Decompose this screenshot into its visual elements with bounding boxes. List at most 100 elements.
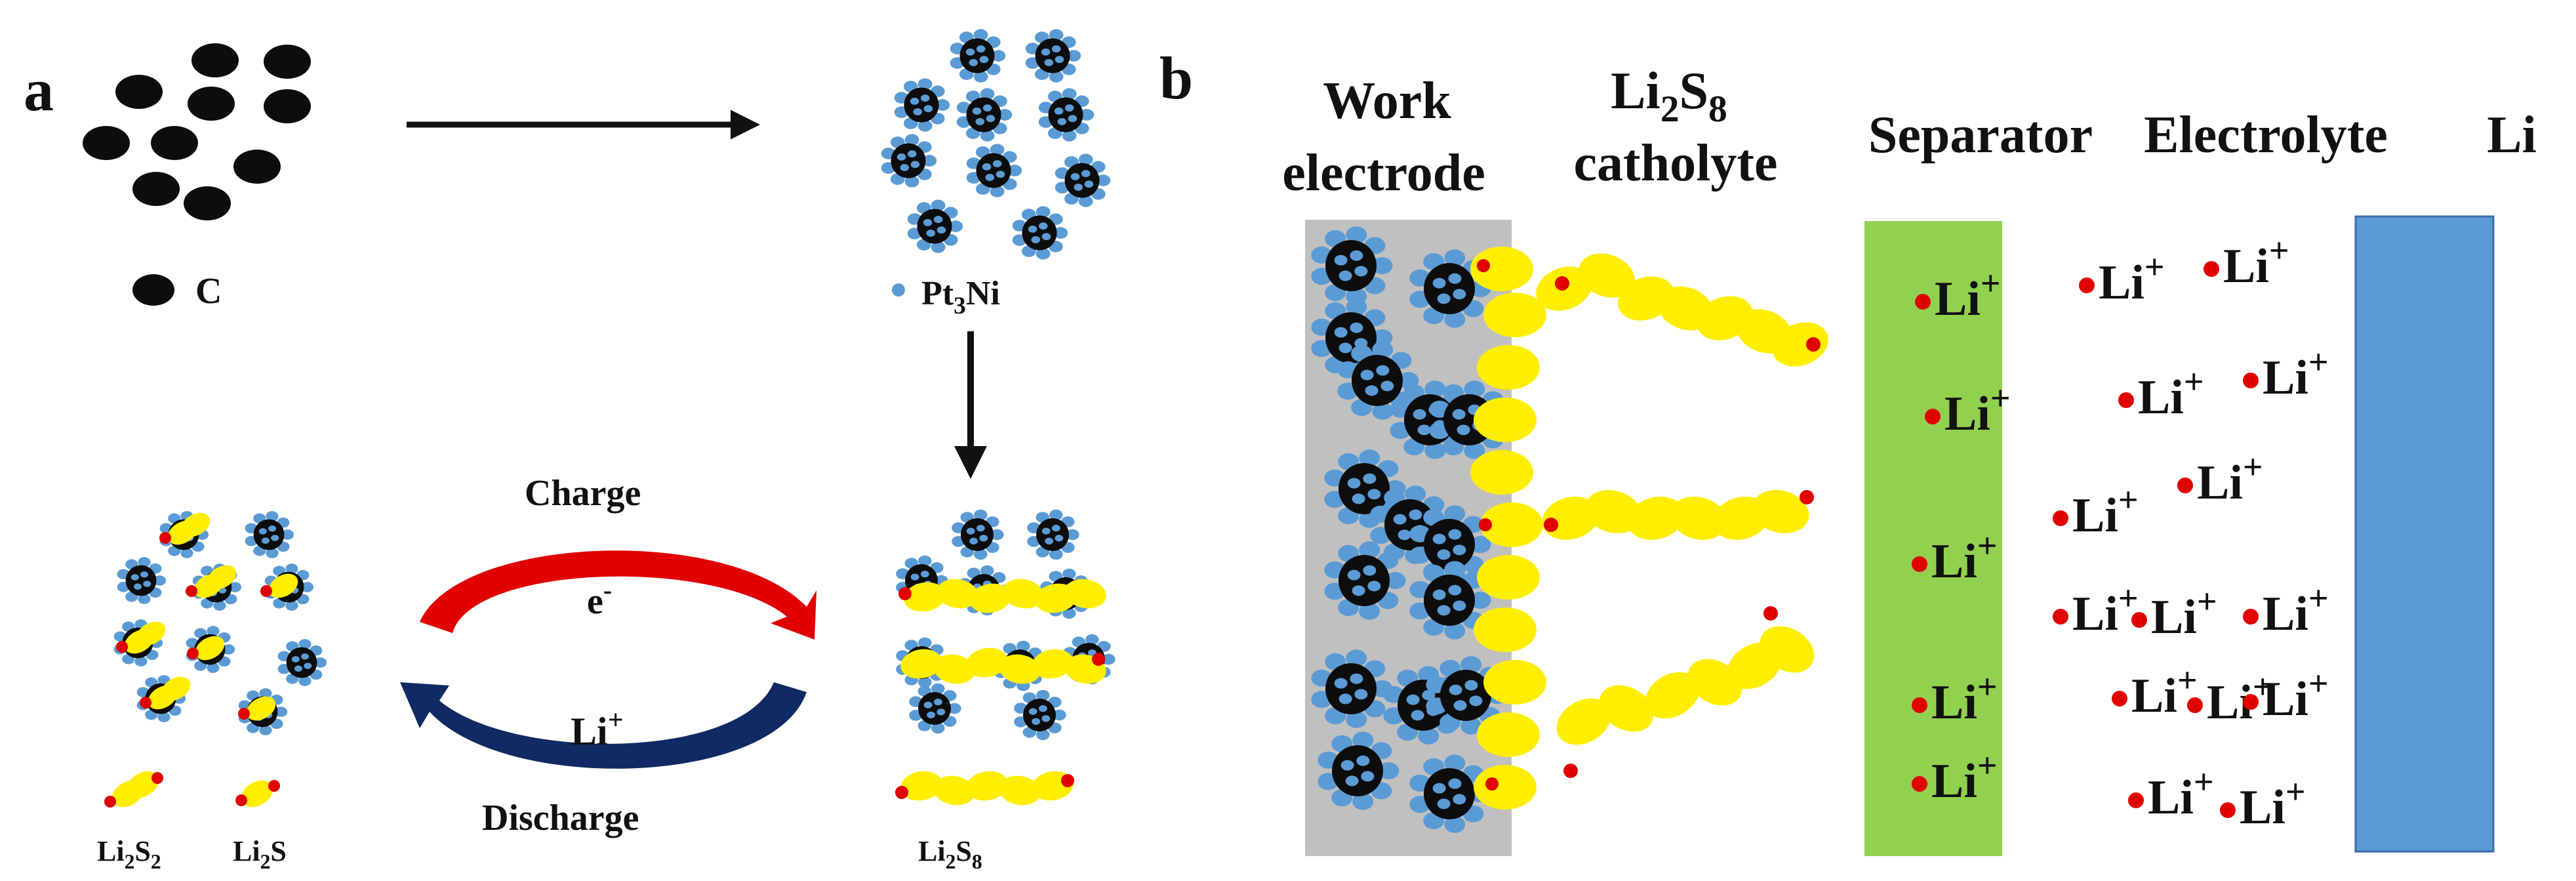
work-electrode-label-line1: Work — [1323, 72, 1451, 130]
lithium-dot — [1092, 653, 1105, 666]
polysulfide-chain — [186, 565, 237, 598]
pt3ni-c-particle — [1337, 341, 1419, 420]
pt3ni-c-particle — [1027, 509, 1079, 560]
pt3ni-c-particle — [277, 639, 327, 686]
pt3ni-c-particle — [1055, 154, 1111, 207]
panel-b-letter: b — [1159, 45, 1193, 112]
lithium-dot — [2079, 277, 2095, 293]
carbon-particles — [83, 43, 311, 220]
polysulfide-chain — [1536, 253, 1828, 367]
li-ion-label: Li+ — [2223, 231, 2289, 293]
li-ion-label: Li+ — [1944, 379, 2011, 441]
catholyte-label-line2: catholyte — [1573, 134, 1777, 192]
lithium-dot — [268, 780, 280, 792]
polysulfide-chain — [898, 579, 1106, 613]
lithium-dot — [1915, 294, 1931, 310]
charge-label: Charge — [525, 473, 641, 514]
discharge-label: Discharge — [482, 798, 639, 838]
lithium-dot — [1485, 777, 1499, 790]
polysulfide-chain — [140, 676, 191, 710]
pt3ni-c-particle — [1014, 689, 1066, 741]
polysulfide-chain — [116, 621, 166, 654]
electron-label: e- — [587, 575, 612, 622]
polysulfide-chain — [1556, 606, 1815, 778]
pt3ni-carbon-cluster — [881, 29, 1111, 260]
lithium-dot — [895, 786, 908, 799]
lithium-dot — [1925, 409, 1941, 424]
li-metal-label: Li — [2487, 106, 2537, 164]
work-electrode-particles — [1311, 226, 1511, 833]
pt3ni-c-particle — [245, 511, 294, 558]
lithium-dot — [151, 772, 163, 784]
li-ion-label: Li+ — [2131, 661, 2198, 723]
li-ion-label: Li+ — [1931, 667, 1998, 729]
polysulfide-chain — [260, 573, 298, 598]
li-ion-label: Li+ — [2072, 480, 2139, 543]
li2s8-label: Li2S8 — [918, 835, 982, 873]
li-ion-label: Li+ — [2197, 447, 2263, 510]
panel-a: a C Pt3Ni Li2S8 — [24, 29, 1116, 873]
charge-arrow — [420, 550, 816, 640]
li2s-loaded-cluster — [113, 511, 327, 735]
panel-a-letter: a — [24, 56, 54, 123]
lithium-dot — [2243, 373, 2259, 388]
polysulfide-chain — [238, 696, 276, 721]
lithium-dot — [1763, 606, 1778, 621]
polysulfide-chain — [235, 780, 280, 808]
li-metal-region — [2354, 215, 2495, 853]
lithium-dot — [1061, 774, 1074, 787]
polysulfide-chain — [895, 771, 1074, 806]
li2s-legends — [104, 771, 280, 808]
discharge-arrow — [400, 682, 807, 769]
li-ion-label: Li+ — [2099, 247, 2165, 310]
panel-b: b Work electrode Li2S8 catholyte Separat… — [1159, 45, 2537, 856]
pt3ni-c-particle — [1409, 249, 1491, 328]
separator-label: Separator — [1868, 106, 2093, 164]
lithium-dot — [1544, 518, 1558, 532]
lithium-dot — [1800, 490, 1814, 504]
polysulfide-chain — [104, 771, 163, 808]
lithium-dot — [2204, 261, 2219, 277]
lithium-dot — [2128, 792, 2144, 808]
lithium-dot — [1477, 259, 1490, 272]
pt3ni-c-particle — [881, 134, 937, 188]
pt3ni-c-particle — [1025, 29, 1081, 83]
lithium-dot — [1479, 518, 1492, 531]
li2s-label: Li2S — [233, 835, 287, 873]
li-ion-label: Li+ — [2072, 579, 2139, 641]
lithium-dot — [238, 708, 250, 720]
pt3ni-c-particle — [894, 78, 950, 132]
lithium-dot — [187, 647, 199, 659]
lithium-dot — [260, 585, 272, 597]
pt3ni-c-particle — [956, 88, 1013, 142]
li-ion-label: Li+ — [2263, 664, 2329, 726]
lithium-dot — [2131, 612, 2147, 628]
lithium-dot — [1806, 337, 1821, 352]
lithium-dot — [159, 532, 171, 544]
catholyte-label-line1: Li2S8 — [1611, 62, 1727, 130]
li-ion-label: Li+ — [2151, 582, 2217, 644]
pt3ni-c-particle — [1318, 731, 1399, 810]
li-ion-label: Li+ — [2263, 342, 2329, 405]
lithium-dot — [2112, 691, 2127, 707]
polysulfide-chains — [1470, 247, 1828, 809]
lithium-dot — [186, 585, 197, 597]
lithium-dot — [2220, 802, 2236, 818]
lithium-dot — [2053, 609, 2068, 625]
pt3ni-c-particle — [1324, 541, 1406, 620]
lithium-dot — [1912, 697, 1927, 713]
lithium-dot — [140, 697, 151, 708]
lithium-dot — [2053, 510, 2068, 526]
work-electrode-label-line2: electrode — [1282, 144, 1485, 202]
pt3ni-c-particle — [966, 144, 1022, 197]
pt3ni-c-particle — [1409, 561, 1491, 640]
li-ion-label: Li+ — [2148, 762, 2214, 825]
lithium-dot — [1555, 276, 1569, 291]
lithium-dot — [235, 794, 247, 806]
pt3ni-legend-label: Pt3Ni — [921, 275, 1000, 319]
li2s8-chain-legend — [895, 771, 1074, 806]
pt3ni-legend-marker — [892, 283, 905, 297]
pt3ni-c-particle — [909, 683, 961, 734]
lithium-dot — [116, 641, 128, 653]
